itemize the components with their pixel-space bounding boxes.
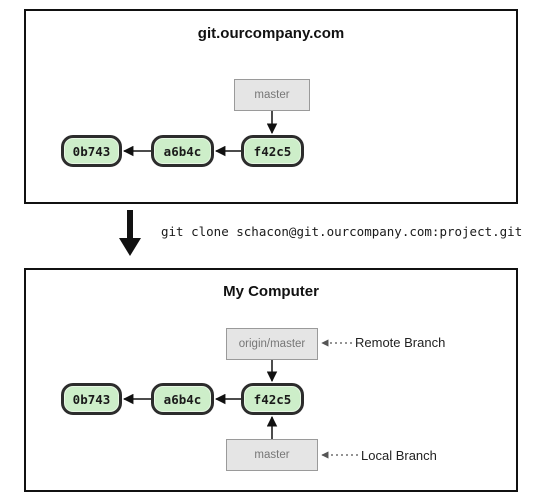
local-title: My Computer <box>223 283 319 300</box>
server-commit-2: a6b4c <box>151 135 214 167</box>
server-commit-3: f42c5 <box>241 135 304 167</box>
remote-branch-label: Remote Branch <box>355 335 446 350</box>
local-commit-1: 0b743 <box>61 383 122 415</box>
local-branch-label: Local Branch <box>361 448 437 463</box>
server-master-branch: master <box>234 79 310 111</box>
server-commit-1: 0b743 <box>61 135 122 167</box>
clone-command: git clone schacon@git.ourcompany.com:pro… <box>161 224 523 239</box>
local-commit-2: a6b4c <box>151 383 214 415</box>
clone-arrow-head <box>119 238 141 256</box>
local-remote-branch: origin/master <box>226 328 318 360</box>
local-master-branch: master <box>226 439 318 471</box>
local-commit-3: f42c5 <box>241 383 304 415</box>
server-title: git.ourcompany.com <box>197 25 345 42</box>
